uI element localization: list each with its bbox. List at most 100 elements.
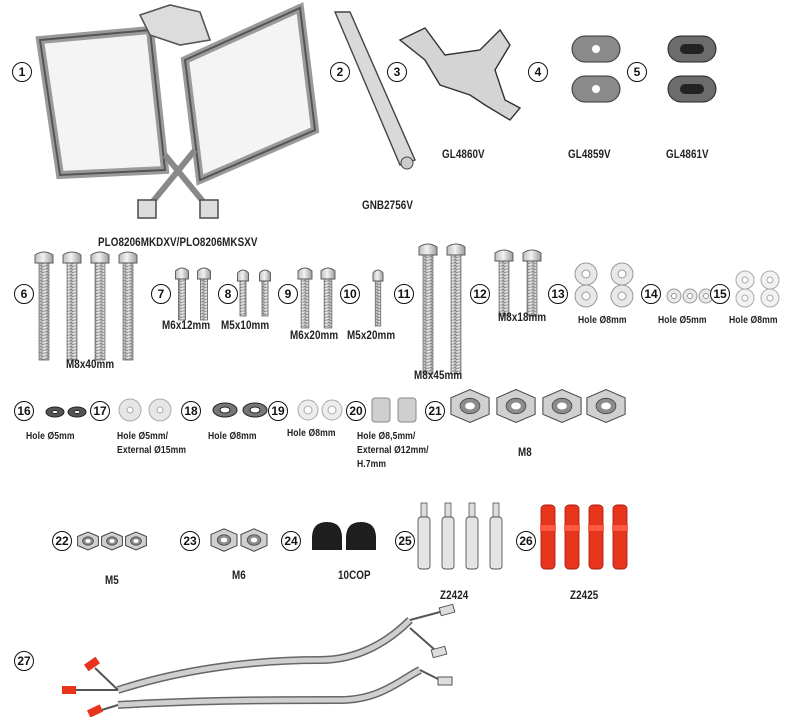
nut-m6	[210, 528, 238, 552]
support-bar	[333, 11, 416, 170]
part-number-2: 2	[330, 62, 350, 82]
part-number-4: 4	[528, 62, 548, 82]
connector-z2424	[417, 502, 431, 570]
part-number-5: 5	[627, 62, 647, 82]
bolt-group	[34, 243, 542, 375]
bolt-8	[259, 269, 271, 317]
part-label-1: PLO8206MKDXV/PLO8206MKSXV	[98, 235, 258, 249]
spacer-pair-4	[571, 35, 621, 103]
bolt-6	[62, 251, 82, 361]
connector-z2424	[465, 502, 479, 570]
nut-m5	[101, 531, 123, 551]
nut-m5	[77, 531, 99, 551]
washer-group-15	[735, 270, 780, 308]
spacer-pair-5	[667, 35, 717, 103]
part-label-15: Hole Ø8mm	[729, 315, 778, 326]
part-label-7: M6x12mm	[162, 318, 211, 332]
part-number-12: 12	[470, 284, 490, 304]
spacer-group-20	[371, 397, 417, 423]
part-label-24: 10COP	[338, 568, 371, 582]
bolt-6	[90, 251, 110, 361]
part-label-17-line2: External Ø15mm	[117, 445, 187, 456]
bolt-6	[118, 251, 138, 361]
bolt-7	[197, 267, 211, 321]
part-label-18: Hole Ø8mm	[208, 431, 257, 442]
bolt-6	[34, 251, 54, 361]
part-number-13: 13	[548, 284, 568, 304]
plate-bracket	[398, 27, 522, 121]
part-number-8: 8	[218, 284, 238, 304]
part-number-17: 17	[90, 401, 110, 421]
washer-group-16	[45, 406, 87, 418]
wiring-harness	[62, 603, 456, 717]
part-number-16: 16	[14, 401, 34, 421]
part-label-21: M8	[518, 445, 532, 459]
part-number-22: 22	[52, 531, 72, 551]
nut-m8	[450, 388, 490, 424]
part-label-4: GL4859V	[568, 147, 611, 161]
nut-m8	[542, 388, 582, 424]
nut-group-small	[77, 528, 268, 552]
bolt-12	[494, 249, 514, 317]
part-label-6: M8x40mm	[66, 357, 115, 371]
bolt-7	[175, 267, 189, 321]
bolt-8	[237, 269, 249, 317]
connector-z2425	[564, 504, 580, 570]
side-frame-pair	[35, 2, 320, 219]
nut-m8	[496, 388, 536, 424]
part-number-10: 10	[340, 284, 360, 304]
part-label-22: M5	[105, 573, 119, 587]
nut-m8	[586, 388, 626, 424]
part-number-9: 9	[278, 284, 298, 304]
part-label-8: M5x10mm	[221, 318, 270, 332]
cap-group-24	[312, 522, 376, 550]
bolt-12	[522, 249, 542, 317]
part-number-25: 25	[395, 531, 415, 551]
part-number-27: 27	[14, 651, 34, 671]
part-label-2: GNB2756V	[362, 198, 413, 212]
part-number-6: 6	[14, 284, 34, 304]
part-number-1: 1	[12, 62, 32, 82]
part-label-10: M5x20mm	[347, 328, 396, 342]
part-label-20-line2: External Ø12mm/	[357, 445, 429, 456]
part-label-23: M6	[232, 568, 246, 582]
part-label-19: Hole Ø8mm	[287, 428, 336, 439]
part-label-3: GL4860V	[442, 147, 485, 161]
washer-group-18	[212, 402, 268, 418]
nut-m5	[125, 531, 147, 551]
connector-z2425	[612, 504, 628, 570]
bolt-11	[418, 243, 438, 375]
washer-group-19	[297, 399, 343, 421]
part-number-11: 11	[394, 284, 414, 304]
part-label-5: GL4861V	[666, 147, 709, 161]
washer-group-17	[118, 398, 172, 422]
part-label-9: M6x20mm	[290, 328, 339, 342]
connector-z2425	[588, 504, 604, 570]
connector-z2425	[540, 504, 556, 570]
part-number-7: 7	[151, 284, 171, 304]
part-label-26: Z2425	[570, 588, 599, 602]
part-label-12: M8x18mm	[498, 310, 547, 324]
part-label-11: M8x45mm	[414, 368, 463, 382]
connector-z2424	[441, 502, 455, 570]
part-label-25: Z2424	[440, 588, 469, 602]
bolt-9	[320, 267, 336, 329]
washer-group-14	[666, 288, 714, 304]
part-number-3: 3	[387, 62, 407, 82]
part-number-26: 26	[516, 531, 536, 551]
part-label-20-line1: Hole Ø8,5mm/	[357, 431, 416, 442]
part-number-18: 18	[181, 401, 201, 421]
part-label-14: Hole Ø5mm	[658, 315, 707, 326]
nut-m6	[240, 528, 268, 552]
part-number-24: 24	[281, 531, 301, 551]
connector-z2424	[489, 502, 503, 570]
part-number-23: 23	[180, 531, 200, 551]
part-number-21: 21	[425, 401, 445, 421]
part-number-15: 15	[710, 284, 730, 304]
connector-group	[417, 502, 628, 570]
part-label-17-line1: Hole Ø5mm/	[117, 431, 169, 442]
part-label-13: Hole Ø8mm	[578, 315, 627, 326]
nut-group-21	[450, 388, 626, 424]
